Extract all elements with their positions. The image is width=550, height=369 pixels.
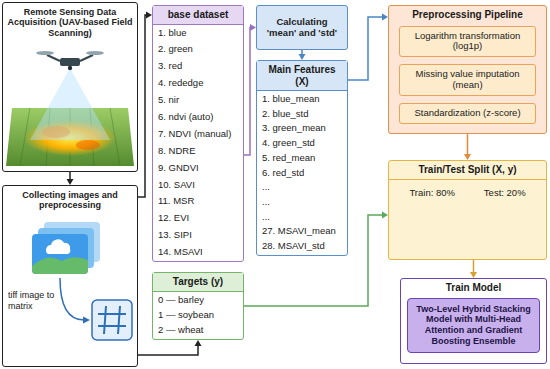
pipeline-step: Missing value imputation (mean) [399, 64, 536, 96]
arrow-head [195, 340, 202, 346]
list-item: ... [262, 197, 342, 208]
connector-line [244, 28, 251, 156]
connector-line [348, 17, 383, 80]
list-item: 5. red_mean [262, 153, 342, 164]
box-title: Remote Sensing Data Acquisition (UAV-bas… [7, 7, 133, 38]
connector-arrow [138, 12, 152, 198]
list-item: 1. blue_mean [262, 94, 342, 105]
list-box: Main Features (X) 1. blue_mean 2. blue_std… [256, 60, 348, 256]
connector-line [473, 260, 475, 273]
box-body: Train: 80% Test: 20% [389, 180, 546, 260]
pipeline-step: Logarithm transformation (log1p) [399, 26, 536, 58]
connector-arrow [244, 212, 388, 307]
list-item: ... [262, 212, 342, 223]
list-item: 4. rededge [158, 78, 238, 89]
connector-arrow [138, 340, 202, 355]
list-item: 3. green_mean [262, 123, 342, 134]
list-item: 2 — wheat [158, 325, 238, 336]
list-box: base dataset 1. blue 2. green 3. red 4. rede… [152, 5, 244, 262]
box-title: Collecting images and preprocessing [7, 190, 133, 211]
connector-line [138, 15, 147, 197]
list-item: 3. red [158, 61, 238, 72]
split-box: Train/Test Split (X, y) Train: 80% Test: 2… [388, 160, 547, 260]
connector-arrow [348, 14, 388, 81]
box-body: 0 — barley 1 — soybean 2 — wheat [153, 292, 243, 340]
list-item: 5. nir [158, 95, 238, 106]
split-value: Test: 20% [484, 188, 526, 199]
connector-arrow [464, 134, 471, 160]
list-item: 7. NDVI (manual) [158, 129, 238, 140]
step-text: Standardization (z-score) [404, 108, 531, 119]
list-item: 1 — soybean [158, 310, 238, 321]
list-header: base dataset [153, 6, 243, 25]
list-item: 8. NDRE [158, 146, 238, 157]
pipeline-panel: Preprocessing PipelineLogarithm transfor… [388, 5, 547, 134]
list-item: ... [262, 182, 342, 193]
drone-illustration [6, 51, 134, 166]
process-box: Calculating 'mean' and 'std' [256, 5, 348, 50]
list-header: Main Features (X) [257, 61, 347, 91]
list-item: 1. blue [158, 28, 238, 39]
box-body: Remote Sensing Data Acquisition (UAV-bas… [3, 3, 137, 171]
list-item: 2. blue_std [262, 109, 342, 120]
list-item: 10. SAVI [158, 180, 238, 191]
list-item: 27. MSAVI_mean [262, 226, 342, 237]
connector-line [69, 172, 71, 180]
box-body: Calculating 'mean' and 'std' [257, 6, 347, 49]
list-item: 13. SIPI [158, 230, 238, 241]
image-stack-illustration [32, 222, 100, 324]
box-body: Logarithm transformation (log1p) [400, 27, 535, 57]
box-title: Calculating 'mean' and 'std' [261, 17, 343, 39]
model-box: Train ModelTwo-Level Hybrid Stacking Mod… [400, 278, 547, 364]
box-header: Train/Test Split (X, y) [389, 161, 546, 180]
list-item: 6. ndvi (auto) [158, 112, 238, 123]
list-header: Targets (y) [153, 273, 243, 292]
list-item: 0 — barley [158, 295, 238, 306]
step-text: Missing value imputation (mean) [404, 69, 531, 91]
box-body: Logarithm transformation (log1p) Missing … [389, 24, 546, 134]
panel-header: Preprocessing Pipeline [389, 6, 546, 24]
matrix-icon [92, 300, 132, 340]
pipeline-step: Standardization (z-score) [399, 103, 536, 124]
box-body: Two-Level Hybrid Stacking Model with Mul… [401, 297, 546, 364]
connector-line [467, 134, 469, 155]
connector-line [138, 345, 198, 355]
list-item: 2. green [158, 44, 238, 55]
connector-line [244, 215, 383, 306]
process-box: Collecting images and preprocessing [2, 185, 138, 367]
box-body: 1. blue_mean 2. blue_std 3. green_mean 4. g… [257, 91, 347, 255]
list-item: 9. GNDVI [158, 163, 238, 174]
process-box: Remote Sensing Data Acquisition (UAV-bas… [2, 2, 138, 172]
connector-arrow [470, 260, 477, 278]
connector-arrow [244, 24, 256, 155]
annotation-label: tiff image to matrix [8, 290, 58, 312]
box-header: Train Model [401, 279, 546, 297]
list-box: Targets (y) 0 — barley 1 — soybean 2 — whea… [152, 272, 244, 340]
step-text: Logarithm transformation (log1p) [404, 31, 531, 53]
list-item: 12. EVI [158, 213, 238, 224]
box-body: 1. blue 2. green 3. red 4. rededge 5. nir 6. … [153, 25, 243, 262]
box-body: Collecting images and preprocessing [3, 186, 137, 366]
box-body: Missing value imputation (mean) [400, 65, 535, 95]
connector-arrow [67, 172, 74, 185]
list-item: 6. red_std [262, 168, 342, 179]
connector-arrow [299, 50, 306, 60]
model-description: Two-Level Hybrid Stacking Model with Mul… [407, 298, 540, 353]
split-value: Train: 80% [409, 188, 455, 199]
box-body: Standardization (z-score) [400, 104, 535, 123]
list-item: 4. green_std [262, 138, 342, 149]
list-item: 14. MSAVI [158, 247, 238, 258]
list-item: 28. MSAVI_std [262, 241, 342, 252]
list-item: 11. MSR [158, 196, 238, 207]
